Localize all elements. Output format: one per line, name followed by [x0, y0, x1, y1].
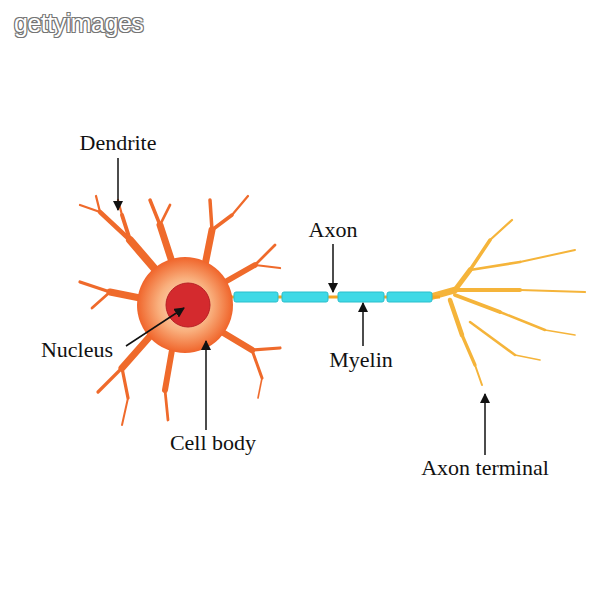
part-label: Cell body: [170, 431, 256, 455]
part-label: Axon terminal: [421, 456, 549, 480]
dendrites: [80, 196, 280, 425]
nucleus: [166, 283, 210, 327]
myelin-sheaths: [234, 292, 432, 302]
part-label: Nucleus: [41, 338, 113, 362]
part-label: Dendrite: [80, 131, 157, 155]
cell-body: [137, 257, 233, 353]
leader-lines: [118, 158, 485, 455]
watermark: gettyimages: [14, 10, 143, 38]
part-label: Myelin: [329, 348, 393, 372]
axon-terminal: [430, 220, 585, 385]
part-label: Axon: [309, 218, 358, 242]
